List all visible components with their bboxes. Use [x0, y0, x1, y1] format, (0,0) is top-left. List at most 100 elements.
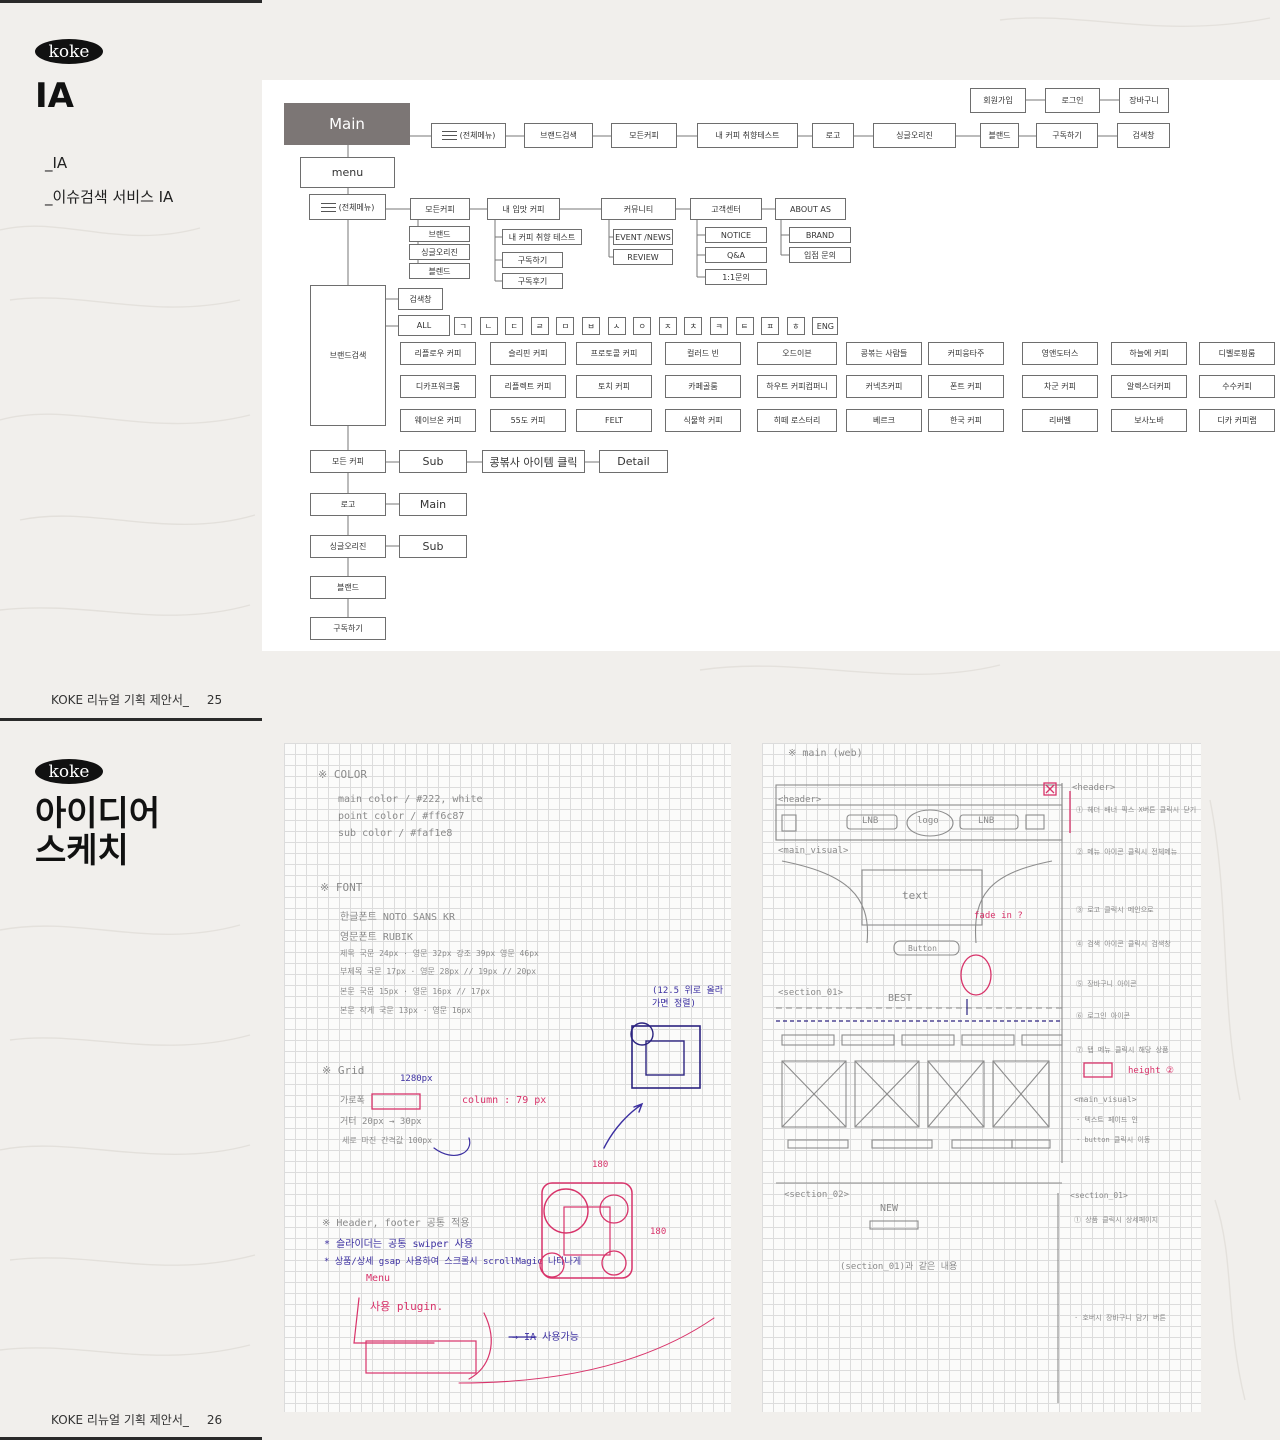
- wf-label: <main_visual>: [778, 846, 849, 856]
- ia-node-sub-review: 구독후기: [502, 273, 563, 289]
- wf-label: BEST: [888, 993, 913, 1004]
- ia-brand-node: 프로토콜 커피: [576, 342, 652, 365]
- wf-label: (section_01)과 같은 내용: [840, 1262, 958, 1272]
- sketch-header-line: Menu: [366, 1273, 391, 1284]
- ia-brand-node: 리플렉트 커피: [490, 375, 566, 398]
- ia-node-all-menu-2: (전체메뉴): [309, 194, 386, 220]
- wf-note: ⑤ 장바구니 아이콘: [1076, 980, 1137, 988]
- ia-flow-subscribe: 구독하기: [310, 617, 386, 640]
- wf-note: ④ 검색 아이콘 클릭시 검색창: [1076, 940, 1171, 948]
- ia-brand-node: 콩볶는 사람들: [846, 342, 922, 365]
- logo-text: koke: [49, 42, 90, 62]
- ia-node-depth1-taste: 내 입맛 커피: [487, 198, 560, 220]
- ia-brand-node: 슬리핀 커피: [490, 342, 566, 365]
- sketch-color-line: sub color / #faf1e8: [338, 828, 453, 839]
- ia-flow-logo-main: Main: [399, 493, 467, 516]
- sketch-header-line: * 슬라이더는 공통 swiper 사용: [324, 1239, 474, 1250]
- koke-logo-2: koke: [35, 759, 103, 784]
- ia-brand-node: 하우트 커피컴퍼니: [757, 375, 837, 398]
- sketch-header-line: * 상품/상세 gsap 사용하여 스크롤시 scrollMagic 나타나게: [324, 1257, 582, 1267]
- ia-node-sub-subscribe: 구독하기: [502, 252, 563, 268]
- ia-brand-node: 디벨로핑룸: [1199, 342, 1275, 365]
- sketch-header-head: ※ Header, footer 공통 적용: [322, 1218, 470, 1229]
- ia-consonant-14: ENG: [812, 317, 839, 335]
- ia-diagram: 회원가입 로그인 장바구니 Main (전체메뉴) 브랜드검색 모든커피 내 커…: [262, 80, 1280, 651]
- wf-label: <header>: [778, 795, 822, 805]
- ia-brand-node: FELT: [576, 409, 652, 432]
- ia-consonant-1: ㄴ: [479, 317, 498, 335]
- wf-label: <header>: [1072, 783, 1116, 793]
- sketch-left-drawings: [353, 1022, 715, 1384]
- ia-flow-blend: 블랜드: [310, 576, 386, 599]
- ia-consonant-12: ㅍ: [761, 317, 780, 335]
- wf-note: · 호버시 장바구니 담기 버튼: [1074, 1314, 1166, 1322]
- wf-note: <main_visual>: [1074, 1095, 1137, 1104]
- ia-node-sub-inquiry: 1:1문의: [705, 269, 767, 285]
- ia-node-sub-entry-inquiry: 입점 문의: [789, 247, 851, 263]
- sketch-right-wireframe: [775, 782, 1113, 1403]
- sketch-color-head: ※ COLOR: [318, 768, 367, 781]
- sketch-font-line: 본문 작게 국문 13px · 영문 16px: [340, 1006, 472, 1015]
- sketch-font-line: 제목 국문 24px · 영문 32px 강조 39px 영문 46px: [340, 949, 539, 958]
- sketch-font-head: ※ FONT: [320, 881, 363, 894]
- ia-brand-node: 오드이븐: [757, 342, 837, 365]
- ia-node-sub-qna: Q&A: [705, 247, 767, 263]
- ia-consonant-9: ㅊ: [684, 317, 703, 335]
- ia-node-brand-search-large: 브랜드검색: [310, 285, 386, 426]
- sketch-sheet-style-guide: ※ COLOR main color / #222, white point c…: [284, 743, 731, 1412]
- ia-consonant-11: ㅌ: [735, 317, 754, 335]
- ia-brand-node: 보사노바: [1111, 409, 1187, 432]
- ia-brand-node: 하늘에 커피: [1111, 342, 1187, 365]
- wf-label: <section_01>: [778, 988, 844, 998]
- wf-note: · button 클릭시 이동: [1076, 1136, 1151, 1144]
- footer: KOKE 리뉴얼 기획 제안서_25: [51, 691, 222, 708]
- ia-consonant-2: ㄷ: [505, 317, 524, 335]
- ia-brand-node: 베르크: [846, 409, 922, 432]
- wf-label: Button: [908, 944, 937, 953]
- sketch-title-line1: 아이디어: [35, 794, 161, 834]
- ia-brand-node: 폰트 커피: [928, 375, 1004, 398]
- ia-brand-node: 한국 커피: [928, 409, 1004, 432]
- koke-logo: koke: [35, 39, 103, 64]
- ia-brand-node: 카페골룸: [665, 375, 741, 398]
- ia-node-sub-blend: 블렌드: [409, 263, 470, 279]
- ia-node-signup: 회원가입: [970, 88, 1026, 113]
- hamburger-icon: [320, 202, 336, 212]
- sketch-color-line: point color / #ff6c87: [338, 811, 465, 822]
- ia-brand-node: 수수커피: [1199, 375, 1275, 398]
- ia-node-all: ALL: [398, 315, 450, 336]
- ia-node-taste-test: 내 커피 취향테스트: [697, 123, 798, 148]
- ia-flow-all-coffee: 모든 커피: [310, 450, 386, 473]
- wf-note: height ②: [1128, 1066, 1174, 1076]
- ia-consonant-5: ㅂ: [582, 317, 600, 335]
- ia-brand-node: 토치 커피: [576, 375, 652, 398]
- ia-brand-node: 디카프워크룸: [400, 375, 476, 398]
- top-rule: [0, 0, 262, 3]
- ia-node-login: 로그인: [1045, 88, 1100, 113]
- ia-node-all-coffee: 모든커피: [611, 123, 677, 148]
- wf-note: <section_01>: [1070, 1191, 1128, 1200]
- ia-brand-node: 55도 커피: [490, 409, 566, 432]
- ia-node-sub-single-origin: 싱글오리진: [409, 244, 470, 260]
- ia-node-subscribe: 구독하기: [1036, 123, 1098, 148]
- ia-consonant-3: ㄹ: [530, 317, 549, 335]
- ia-brand-node: 리버벨: [1022, 409, 1098, 432]
- wf-note: fade in ?: [974, 911, 1023, 921]
- ia-brand-node: 디카 커피랩: [1199, 409, 1275, 432]
- ia-node-menu: menu: [300, 157, 395, 188]
- ia-node-all-menu-label: (전체메뉴): [459, 131, 496, 140]
- ia-node-all-menu-2-label: (전체메뉴): [338, 202, 375, 212]
- page-title: IA: [35, 76, 74, 116]
- ia-flow-item-click: 콩볶사 아이템 클릭: [482, 450, 585, 473]
- page-number-2: 26: [206, 1413, 223, 1427]
- ia-node-single-origin: 싱글오리진: [873, 123, 956, 148]
- ia-consonant-6: ㅅ: [607, 317, 626, 335]
- ia-node-search-input: 검색창: [398, 288, 443, 310]
- sketch-font-line: 한글폰트 NOTO SANS KR: [340, 912, 456, 923]
- wf-note: ⑥ 로그인 아이콘: [1076, 1012, 1131, 1020]
- ia-flow-single-origin: 싱글오리진: [310, 535, 386, 558]
- subtitle-issue-search: _이슈검색 서비스 IA: [45, 188, 174, 206]
- sketch-grid-line: 거터 20px → 30px: [340, 1117, 422, 1127]
- ia-brand-node: 컬러드 빈: [665, 342, 741, 365]
- sketch-sheet-main-wireframe: ※ main (web): [762, 743, 1201, 1412]
